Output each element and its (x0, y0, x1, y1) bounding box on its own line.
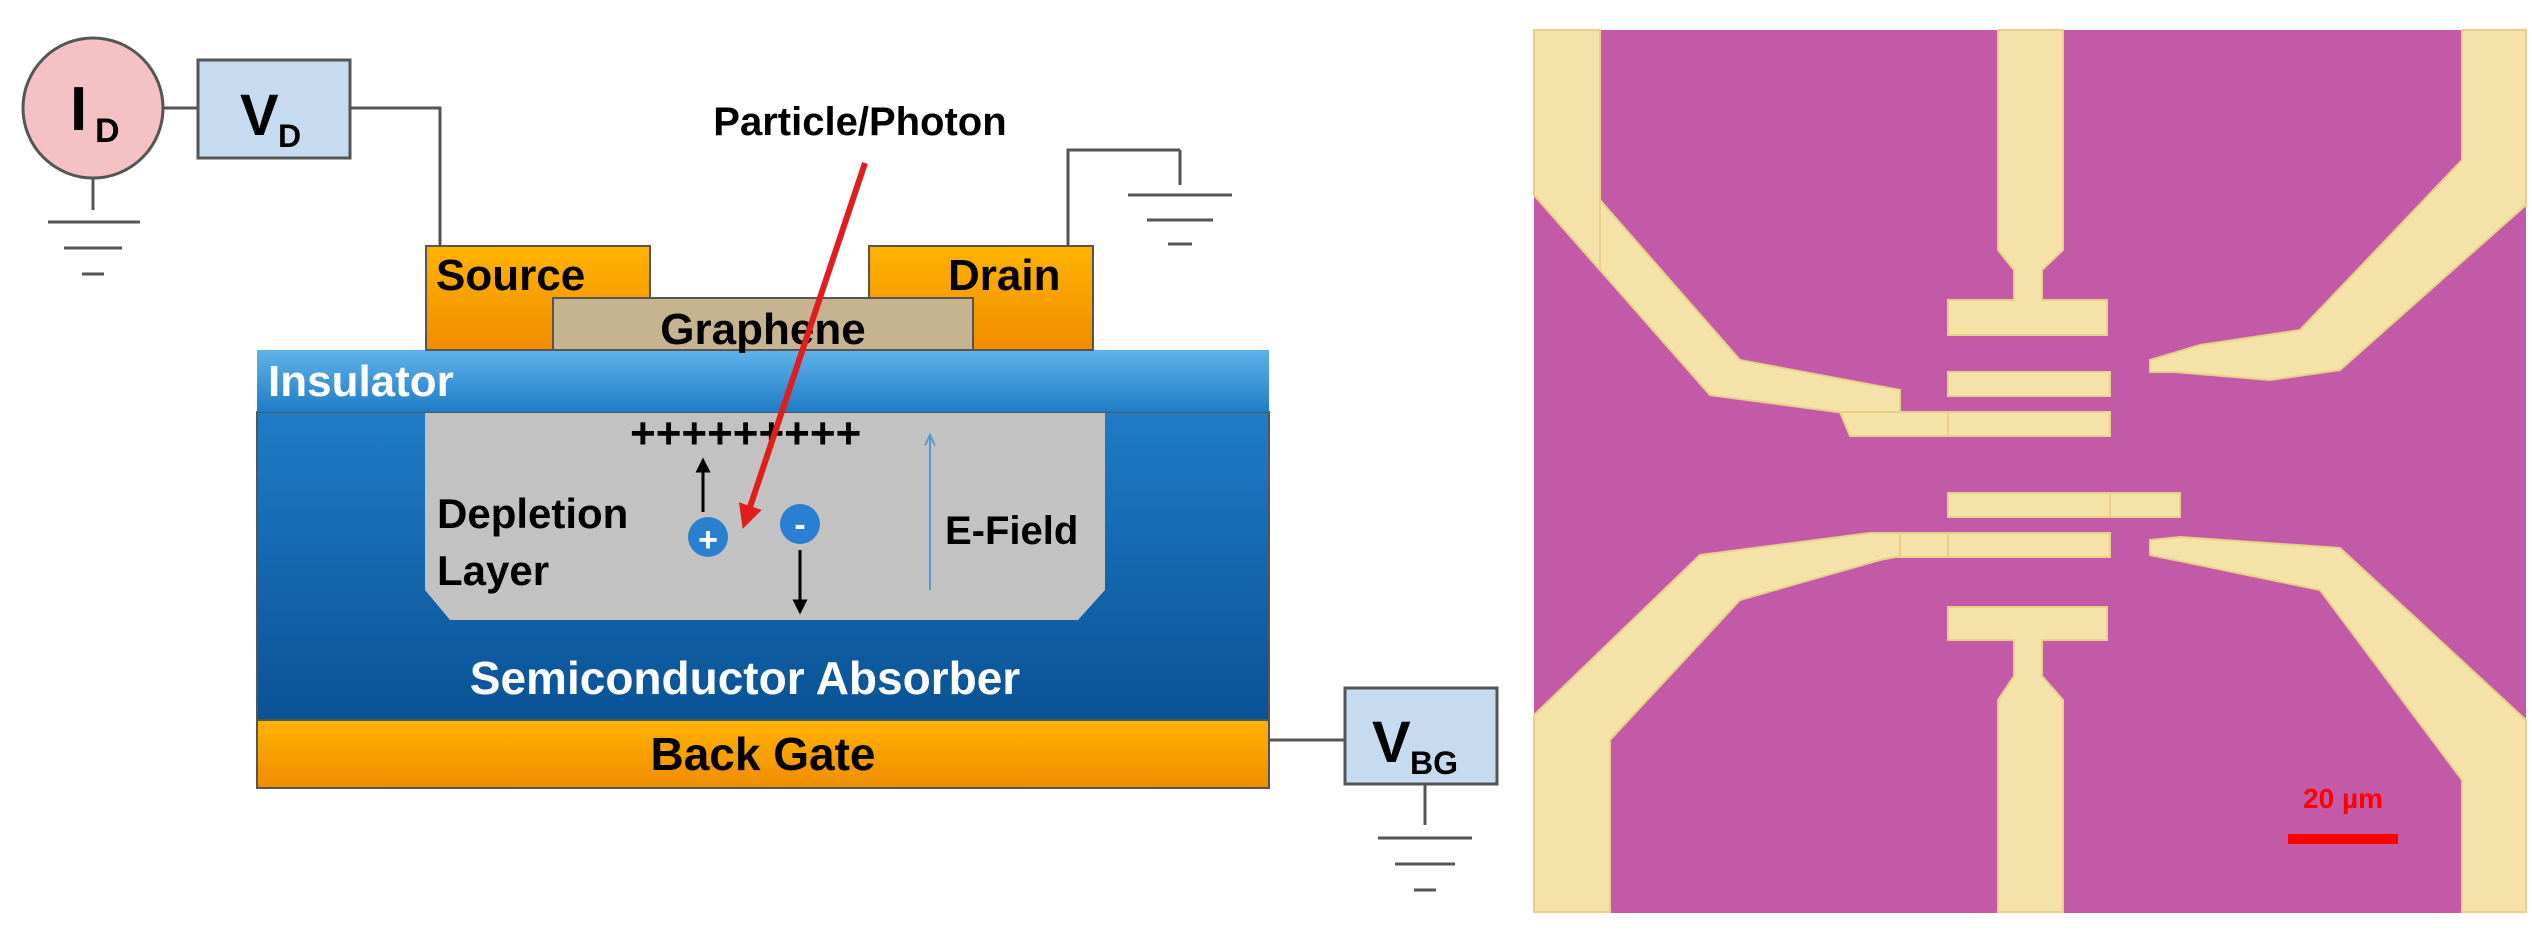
drain-voltage-symbol: V (240, 83, 279, 148)
depletion-label: Depletion (437, 490, 628, 537)
electron-carrier: - (780, 504, 820, 544)
source-label: Source (436, 251, 585, 300)
ground-icon (1378, 836, 1472, 892)
drain-voltage-source: V D (196, 58, 352, 160)
graphene-layer (552, 297, 974, 351)
current-meter: I D (21, 36, 165, 180)
depletion-label: Layer (437, 547, 549, 594)
device-micrograph: 20 µm (1533, 29, 2527, 913)
hole-carrier: + (688, 517, 728, 559)
depletion-region (425, 413, 1105, 620)
back-gate-voltage-symbol: V (1372, 710, 1411, 775)
absorber-label: Semiconductor Absorber (470, 652, 1020, 704)
device-schematic: I D V D V BG Back Gate Semiconductor Abs… (21, 36, 1499, 892)
ground-icon (48, 220, 140, 276)
current-meter-symbol: I (70, 75, 87, 144)
positive-charge-row: +++++++++ (630, 409, 861, 458)
ground-icon (1128, 150, 1232, 246)
current-meter-subscript: D (95, 112, 120, 150)
electrodes (1533, 29, 2527, 913)
svg-text:-: - (794, 506, 805, 544)
graphene-label: Graphene (660, 305, 865, 354)
back-gate-voltage-source: V BG (1343, 686, 1499, 786)
insulator-layer (257, 350, 1269, 412)
back-gate-layer (256, 719, 1270, 789)
incident-particle-arrow (738, 162, 868, 529)
svg-text:+: + (698, 521, 718, 559)
insulator-label: Insulator (268, 357, 454, 406)
incident-particle-label: Particle/Photon (713, 100, 1006, 144)
drain-label: Drain (948, 251, 1060, 300)
efield-label: E-Field (945, 509, 1078, 553)
back-gate-voltage-subscript: BG (1410, 745, 1458, 781)
drain-voltage-subscript: D (278, 118, 301, 154)
back-gate-label: Back Gate (650, 728, 875, 780)
scale-bar-label: 20 µm (2303, 783, 2383, 814)
